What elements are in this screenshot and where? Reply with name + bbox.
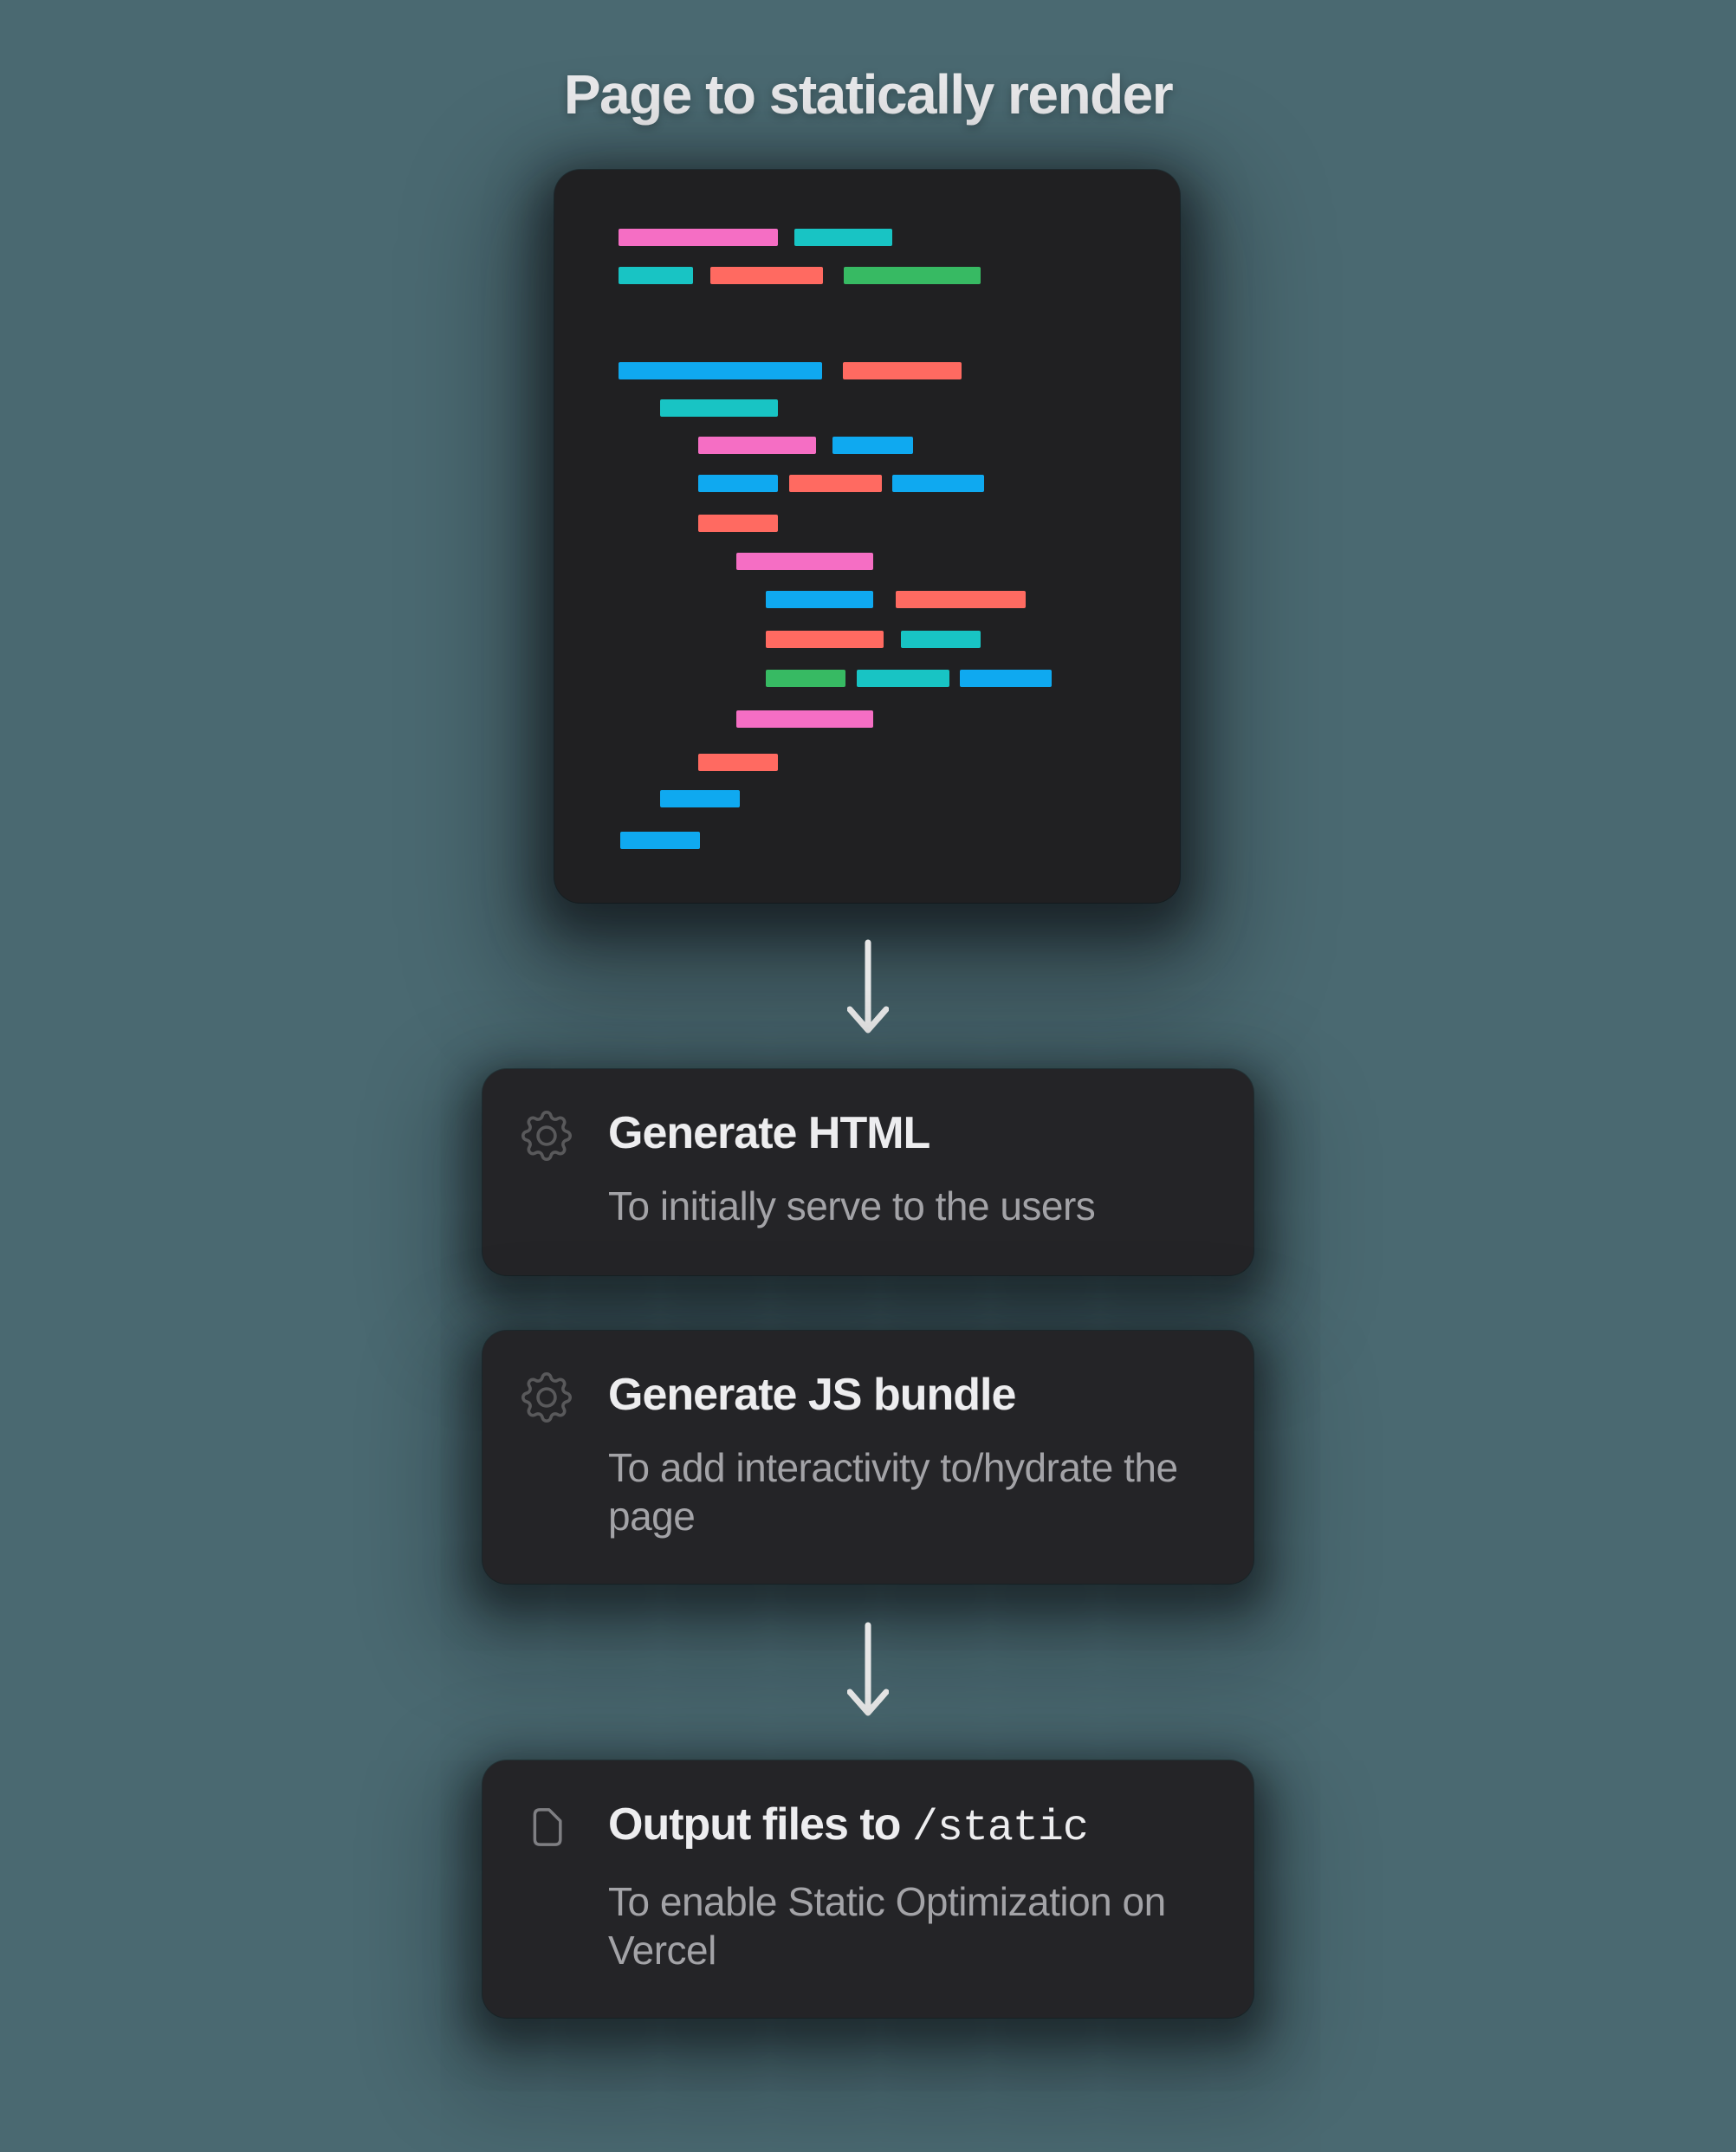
code-token-bar	[660, 790, 740, 807]
code-line	[554, 553, 1180, 570]
code-token-bar	[901, 631, 981, 648]
code-token-bar	[698, 754, 778, 771]
code-lines	[554, 170, 1180, 903]
step-text: Output files to /static To enable Static…	[608, 1799, 1202, 1974]
code-token-bar	[832, 437, 913, 454]
step-card-generate-html: Generate HTML To initially serve to the …	[483, 1069, 1253, 1275]
code-line	[554, 515, 1180, 532]
document-icon	[521, 1802, 572, 1852]
step-text: Generate JS bundle To add interactivity …	[608, 1369, 1202, 1540]
code-token-bar	[619, 267, 693, 284]
code-token-bar	[736, 710, 873, 728]
code-line	[554, 832, 1180, 849]
code-token-bar	[789, 475, 882, 492]
step-text: Generate HTML To initially serve to the …	[608, 1107, 1202, 1230]
page-title: Page to statically render	[563, 63, 1174, 126]
code-line	[554, 229, 1180, 246]
code-line	[554, 362, 1180, 379]
code-token-bar	[960, 670, 1052, 687]
code-token-bar	[857, 670, 949, 687]
gear-icon	[521, 1111, 572, 1161]
gear-icon	[521, 1372, 572, 1423]
code-token-bar	[736, 553, 873, 570]
code-line	[554, 437, 1180, 454]
code-line	[554, 670, 1180, 687]
code-line	[554, 710, 1180, 728]
code-token-bar	[844, 267, 981, 284]
step-card-output-files: Output files to /static To enable Static…	[483, 1760, 1253, 2018]
code-editor-card	[554, 170, 1180, 903]
step-subtitle: To add interactivity to/hydrate the page	[608, 1445, 1178, 1539]
code-line	[554, 475, 1180, 492]
step-title-text: Output files to	[608, 1799, 912, 1850]
code-token-bar	[896, 591, 1026, 608]
step-title: Generate HTML	[608, 1108, 930, 1158]
code-token-bar	[620, 832, 700, 849]
step-title: Output files to /static	[608, 1799, 1202, 1855]
code-token-bar	[698, 475, 778, 492]
code-line	[554, 591, 1180, 608]
code-token-bar	[698, 437, 816, 454]
code-line	[554, 399, 1180, 417]
arrow-down-icon	[847, 1622, 889, 1716]
code-line	[554, 754, 1180, 771]
code-line	[554, 631, 1180, 648]
step-subtitle: To enable Static Optimization on Vercel	[608, 1879, 1166, 1973]
code-token-bar	[660, 399, 778, 417]
code-token-bar	[766, 631, 884, 648]
step-card-generate-js-bundle: Generate JS bundle To add interactivity …	[483, 1331, 1253, 1584]
step-title: Generate JS bundle	[608, 1370, 1016, 1420]
code-token-bar	[794, 229, 892, 246]
step-subtitle: To initially serve to the users	[608, 1183, 1096, 1228]
step-title-code: /static	[911, 1804, 1089, 1853]
code-line	[554, 790, 1180, 807]
code-token-bar	[619, 229, 778, 246]
arrow-down-icon	[847, 939, 889, 1034]
code-token-bar	[843, 362, 962, 379]
code-token-bar	[766, 670, 845, 687]
code-token-bar	[892, 475, 984, 492]
code-token-bar	[710, 267, 823, 284]
code-token-bar	[619, 362, 822, 379]
code-line	[554, 267, 1180, 284]
code-token-bar	[698, 515, 778, 532]
code-token-bar	[766, 591, 873, 608]
